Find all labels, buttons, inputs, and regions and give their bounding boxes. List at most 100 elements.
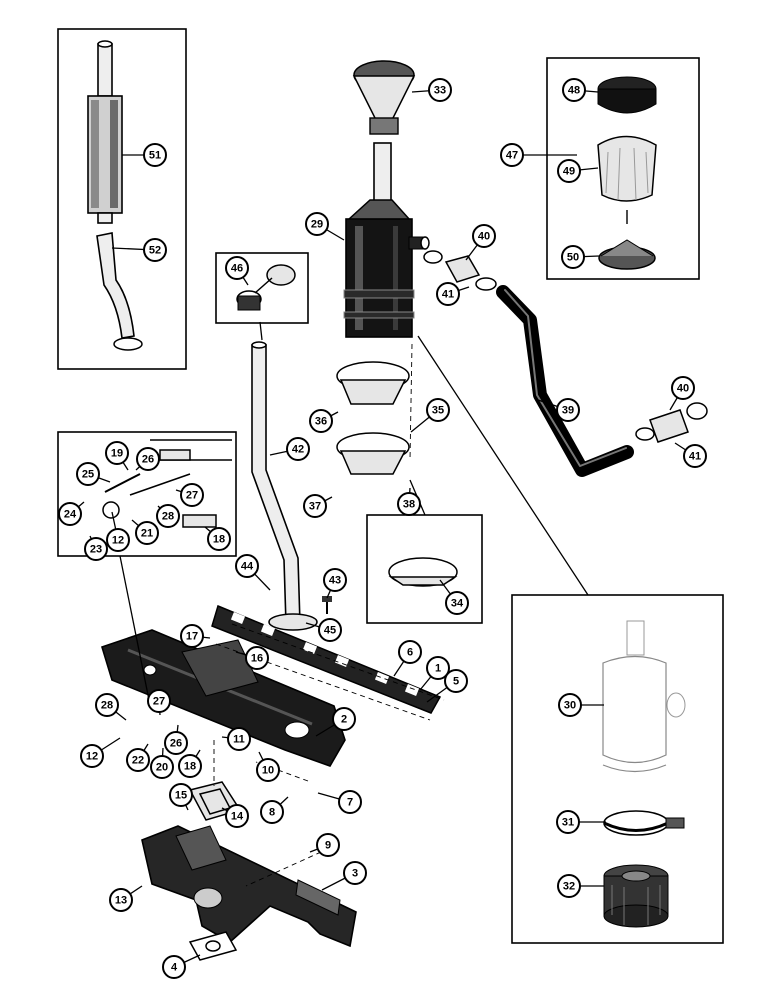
callout-circle [556,398,580,422]
callout-number: 10 [262,765,274,777]
callout-46: 46 [225,256,249,280]
callout-number: 8 [269,807,275,819]
callout-number: 7 [347,797,353,809]
callout-18: 18 [207,527,231,551]
callout-number: 22 [132,755,144,767]
callout-circle [426,398,450,422]
callout-circle [245,646,269,670]
callout-circle [561,245,585,269]
callout-8: 8 [260,800,284,824]
callout-circle [397,492,421,516]
muffler-inset-box [57,28,187,370]
callout-38: 38 [397,492,421,516]
callout-number: 17 [186,631,198,643]
manifold-gasket [211,604,442,714]
callout-circle [303,494,327,518]
callout-number: 42 [292,444,304,456]
callout-circle [109,888,133,912]
callout-circle [256,758,280,782]
callout-number: 49 [563,166,575,178]
callout-circle [343,861,367,885]
callout-number: 1 [435,663,441,675]
callout-number: 9 [325,840,331,852]
callout-circle [76,462,100,486]
callout-number: 47 [506,150,518,162]
callout-circle [305,212,329,236]
callout-number: 37 [309,501,321,513]
callout-number: 5 [453,676,459,688]
callout-number: 4 [171,962,178,974]
callout-44: 44 [235,554,259,578]
callout-number: 25 [82,469,94,481]
callout-number: 13 [115,895,127,907]
callout-circle [428,78,452,102]
callout-36: 36 [309,409,333,433]
callout-number: 14 [231,811,244,823]
callout-circle [426,656,450,680]
callout-number: 29 [311,219,323,231]
callout-circle [332,707,356,731]
callout-41: 41 [683,444,707,468]
callout-number: 51 [149,150,161,162]
outlet-gasket [188,931,238,961]
callout-circle [227,727,251,751]
callout-circle [180,624,204,648]
callout-9: 9 [316,833,340,857]
callout-2: 2 [332,707,356,731]
long-leader-lines [119,154,589,706]
callout-21: 21 [135,521,159,545]
callout-18: 18 [178,754,202,778]
linkage-inset-box [57,431,237,557]
callout-5: 5 [444,669,468,693]
callout-circle [398,640,422,664]
callout-circle [557,874,581,898]
callout-circle [445,591,469,615]
callout-number: 24 [64,509,77,521]
bolt [322,596,332,614]
callout-circle [105,441,129,465]
callout-number: 3 [352,868,358,880]
callout-number: 27 [153,696,165,708]
callout-number: 15 [175,790,187,802]
callout-circle [323,568,347,592]
callout-number: 35 [432,405,444,417]
callout-35: 35 [426,398,450,422]
callout-7: 7 [338,790,362,814]
callout-40: 40 [671,376,695,400]
callout-number: 43 [329,575,341,587]
callout-circle [260,800,284,824]
callout-number: 30 [564,700,576,712]
callout-circle [126,748,150,772]
callout-circle [80,744,104,768]
callout-15: 15 [169,783,193,807]
callout-number: 44 [241,561,254,573]
callout-circle [309,409,333,433]
callout-29: 29 [305,212,329,236]
callout-number: 38 [403,499,415,511]
exhaust-pipe-elbow [96,232,143,351]
callout-51: 51 [143,143,167,167]
callout-33: 33 [428,78,452,102]
callout-22: 22 [126,748,150,772]
callout-number: 27 [186,490,198,502]
callout-48: 48 [562,78,586,102]
callout-26: 26 [136,447,160,471]
air-cleaner-assembly [343,142,430,338]
callout-circle [58,502,82,526]
callout-24: 24 [58,502,82,526]
callout-number: 34 [451,598,464,610]
callout-19: 19 [105,441,129,465]
callout-32: 32 [557,874,581,898]
callout-circle [106,528,130,552]
callout-circle [556,810,580,834]
callout-circle [472,224,496,248]
callout-number: 39 [562,405,574,417]
callout-13: 13 [109,888,133,912]
callout-circle [143,238,167,262]
callout-25: 25 [76,462,100,486]
callout-circle [557,159,581,183]
callout-43: 43 [323,568,347,592]
precleaner [352,60,416,135]
callout-circle [135,521,159,545]
